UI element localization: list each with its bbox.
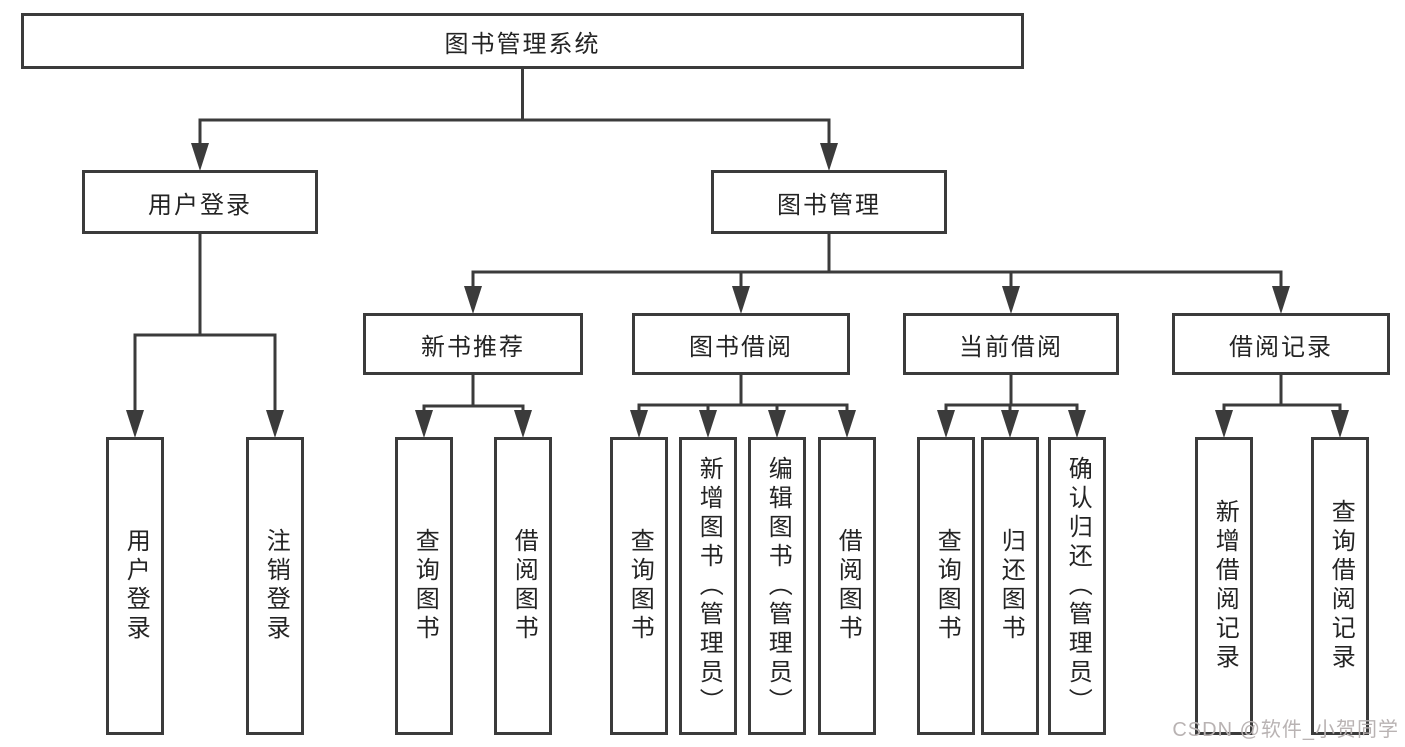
node-leaf-borrow-add-books: 新增图书（管理员） xyxy=(679,437,737,735)
arrowhead-icon xyxy=(464,286,482,314)
node-leaf-borrow-edit-books: 编辑图书（管理员） xyxy=(748,437,806,735)
node-user-login: 用户登录 xyxy=(82,170,318,234)
csdn-watermark: CSDN @软件_小贺同学 xyxy=(1172,719,1399,741)
node-label: 用户登录 xyxy=(122,528,150,644)
arrowhead-icon xyxy=(820,143,838,171)
arrowhead-icon xyxy=(126,410,144,438)
node-leaf-borrow-borrow-books: 借阅图书 xyxy=(818,437,876,735)
node-label: 图书管理系统 xyxy=(444,30,601,58)
node-label: 图书借阅 xyxy=(689,333,793,361)
node-label: 查询图书 xyxy=(411,528,439,644)
node-leaf-current-return-books: 归还图书 xyxy=(981,437,1039,735)
node-borrowing-records: 借阅记录 xyxy=(1172,313,1390,375)
arrowhead-icon xyxy=(1215,410,1233,438)
node-leaf-current-confirm-return: 确认归还（管理员） xyxy=(1048,437,1106,735)
arrowhead-icon xyxy=(699,410,717,438)
node-label: 新增图书（管理员） xyxy=(695,455,723,717)
arrowhead-icon xyxy=(191,143,209,171)
arrowhead-icon xyxy=(732,286,750,314)
node-label: 用户登录 xyxy=(148,191,252,219)
node-leaf-user-login: 用户登录 xyxy=(106,437,164,735)
node-leaf-recommend-borrow-books: 借阅图书 xyxy=(494,437,552,735)
arrowhead-icon xyxy=(1272,286,1290,314)
node-label: 新增借阅记录 xyxy=(1211,499,1239,673)
node-leaf-recommend-query-books: 查询图书 xyxy=(395,437,453,735)
node-book-management: 图书管理 xyxy=(711,170,947,234)
node-label: 编辑图书（管理员） xyxy=(764,455,792,717)
arrowhead-icon xyxy=(838,410,856,438)
node-root: 图书管理系统 xyxy=(21,13,1024,69)
node-book-borrowing: 图书借阅 xyxy=(632,313,850,375)
arrowhead-icon xyxy=(1001,410,1019,438)
node-label: 查询图书 xyxy=(626,528,654,644)
node-leaf-borrow-query-books: 查询图书 xyxy=(610,437,668,735)
node-new-book-recommend: 新书推荐 xyxy=(363,313,583,375)
node-label: 确认归还（管理员） xyxy=(1064,455,1092,717)
arrowhead-icon xyxy=(1331,410,1349,438)
arrowhead-icon xyxy=(1002,286,1020,314)
arrowhead-icon xyxy=(514,410,532,438)
node-label: 查询借阅记录 xyxy=(1327,499,1355,673)
node-leaf-logout: 注销登录 xyxy=(246,437,304,735)
node-label: 当前借阅 xyxy=(959,333,1063,361)
arrowhead-icon xyxy=(1068,410,1086,438)
arrowhead-icon xyxy=(266,410,284,438)
arrowhead-icon xyxy=(630,410,648,438)
node-leaf-current-query-books: 查询图书 xyxy=(917,437,975,735)
arrowhead-icon xyxy=(768,410,786,438)
node-label: 注销登录 xyxy=(262,528,290,644)
node-label: 借阅图书 xyxy=(834,528,862,644)
node-label: 借阅记录 xyxy=(1229,333,1333,361)
node-current-borrowing: 当前借阅 xyxy=(903,313,1119,375)
node-label: 查询图书 xyxy=(933,528,961,644)
arrowhead-icon xyxy=(415,410,433,438)
arrowhead-icon xyxy=(937,410,955,438)
node-label: 图书管理 xyxy=(777,191,881,219)
node-label: 归还图书 xyxy=(997,528,1025,644)
node-leaf-records-add-record: 新增借阅记录 xyxy=(1195,437,1253,735)
node-label: 新书推荐 xyxy=(421,333,525,361)
node-label: 借阅图书 xyxy=(510,528,538,644)
node-leaf-records-query-record: 查询借阅记录 xyxy=(1311,437,1369,735)
